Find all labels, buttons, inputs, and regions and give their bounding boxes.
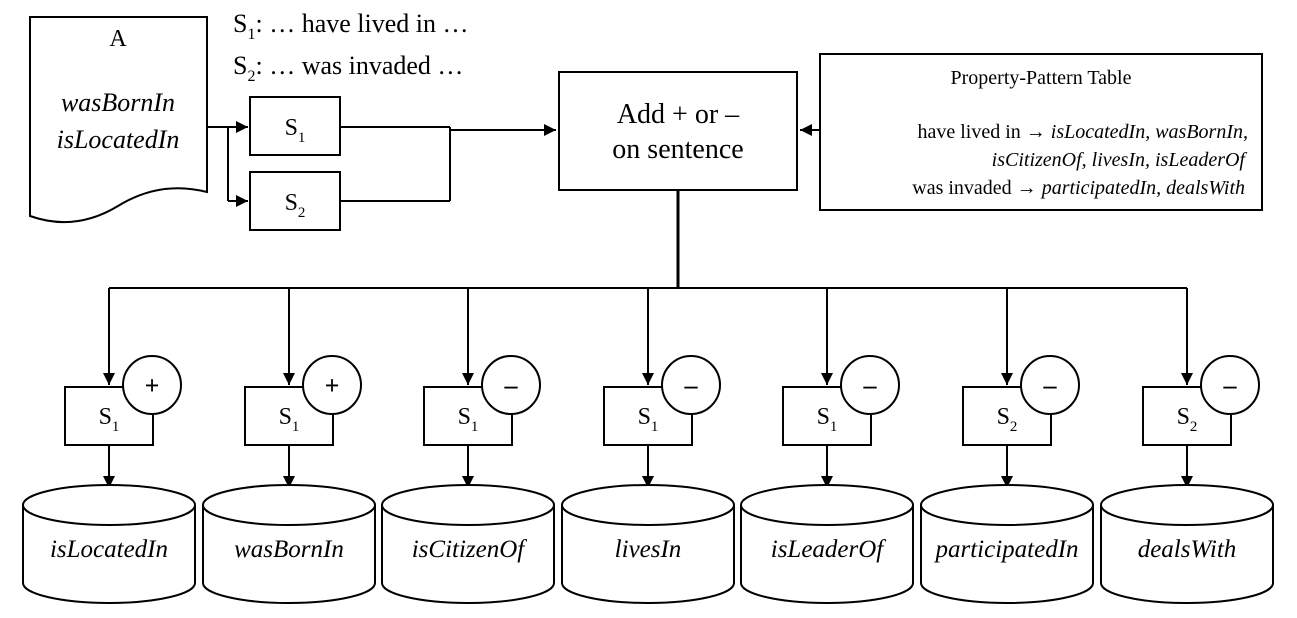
- property-cylinder: wasBornIn: [202, 484, 376, 604]
- sign-label: –: [504, 371, 519, 400]
- output-column: S1 + wasBornIn: [202, 288, 376, 604]
- output-column: S1– livesIn: [561, 288, 735, 604]
- property-name: livesIn: [615, 536, 682, 563]
- sign-label: –: [684, 371, 699, 400]
- process-line-1: Add + or –: [617, 99, 740, 130]
- plus-sign-circle: +: [122, 355, 182, 415]
- sign-label: +: [145, 371, 160, 400]
- property-name: isLocatedIn: [50, 536, 168, 563]
- table-row-2: isCitizenOf, livesIn, isLeaderOf: [992, 149, 1248, 171]
- document-a: A wasBornIn isLocatedIn: [29, 16, 208, 224]
- property-name: participatedIn: [933, 536, 1078, 563]
- property-cylinder: isLeaderOf: [740, 484, 914, 604]
- sentence-merge-connectors: [340, 124, 556, 202]
- property-name: isLeaderOf: [771, 536, 887, 563]
- sign-label: +: [325, 371, 340, 400]
- property-cylinder: participatedIn: [920, 484, 1094, 604]
- minus-sign-circle: –: [1020, 355, 1080, 415]
- output-sentence-label: S1: [458, 404, 479, 435]
- property-pattern-table: Property-Pattern Table have lived in → i…: [800, 53, 1263, 211]
- output-column: S1 + isLocatedIn: [22, 288, 196, 604]
- output-column: S2– dealsWith: [1100, 288, 1274, 604]
- minus-sign-circle: –: [840, 355, 900, 415]
- sentence-2-text: S2: … was invaded …: [233, 51, 463, 85]
- table-row-1: have lived in → isLocatedIn, wasBornIn,: [917, 121, 1248, 143]
- process-box: Add + or – on sentence: [558, 71, 798, 191]
- outputs: S1+isLocatedInS1+wasBornInS1–isCitizenOf…: [22, 288, 1274, 604]
- output-column: S2– participatedIn: [920, 288, 1094, 604]
- document-property-1: wasBornIn: [61, 88, 175, 117]
- sign-label: –: [1043, 371, 1058, 400]
- sign-label: –: [863, 371, 878, 400]
- property-cylinder: isLocatedIn: [22, 484, 196, 604]
- output-sentence-label: S2: [997, 404, 1018, 435]
- document-connectors: [207, 121, 248, 207]
- property-cylinder: livesIn: [561, 484, 735, 604]
- table-title: Property-Pattern Table: [951, 67, 1132, 89]
- table-row-3: was invaded → participatedIn, dealsWith: [912, 177, 1245, 199]
- minus-sign-circle: –: [1200, 355, 1260, 415]
- sign-label: –: [1223, 371, 1238, 400]
- svg-text:S2: S2: [285, 190, 306, 221]
- output-sentence-label: S1: [817, 404, 838, 435]
- property-cylinder: dealsWith: [1100, 484, 1274, 604]
- sentence-1-text: S1: … have lived in …: [233, 9, 468, 43]
- sentence-box-2: S2: [249, 171, 341, 231]
- property-name: isCitizenOf: [412, 536, 528, 563]
- output-sentence-box: S1: [244, 386, 334, 446]
- output-column: S1– isLeaderOf: [740, 288, 914, 604]
- sentence-list: S1: … have lived in … S2: … was invaded …: [233, 9, 468, 85]
- output-sentence-label: S2: [1177, 404, 1198, 435]
- svg-text:S1: S1: [285, 115, 306, 146]
- plus-sign-circle: +: [302, 355, 362, 415]
- minus-sign-circle: –: [661, 355, 721, 415]
- minus-sign-circle: –: [481, 355, 541, 415]
- property-name: dealsWith: [1138, 536, 1237, 563]
- property-name: wasBornIn: [234, 536, 344, 563]
- document-property-2: isLocatedIn: [57, 125, 180, 154]
- output-column: S1– isCitizenOf: [381, 288, 555, 604]
- document-label: A: [109, 26, 127, 52]
- process-line-2: on sentence: [612, 134, 743, 165]
- output-sentence-label: S1: [638, 404, 659, 435]
- output-sentence-label: S1: [279, 404, 300, 435]
- property-cylinder: isCitizenOf: [381, 484, 555, 604]
- output-sentence-label: S1: [99, 404, 120, 435]
- output-sentence-box: S2: [962, 386, 1052, 446]
- sentence-box-1: S1: [249, 96, 341, 156]
